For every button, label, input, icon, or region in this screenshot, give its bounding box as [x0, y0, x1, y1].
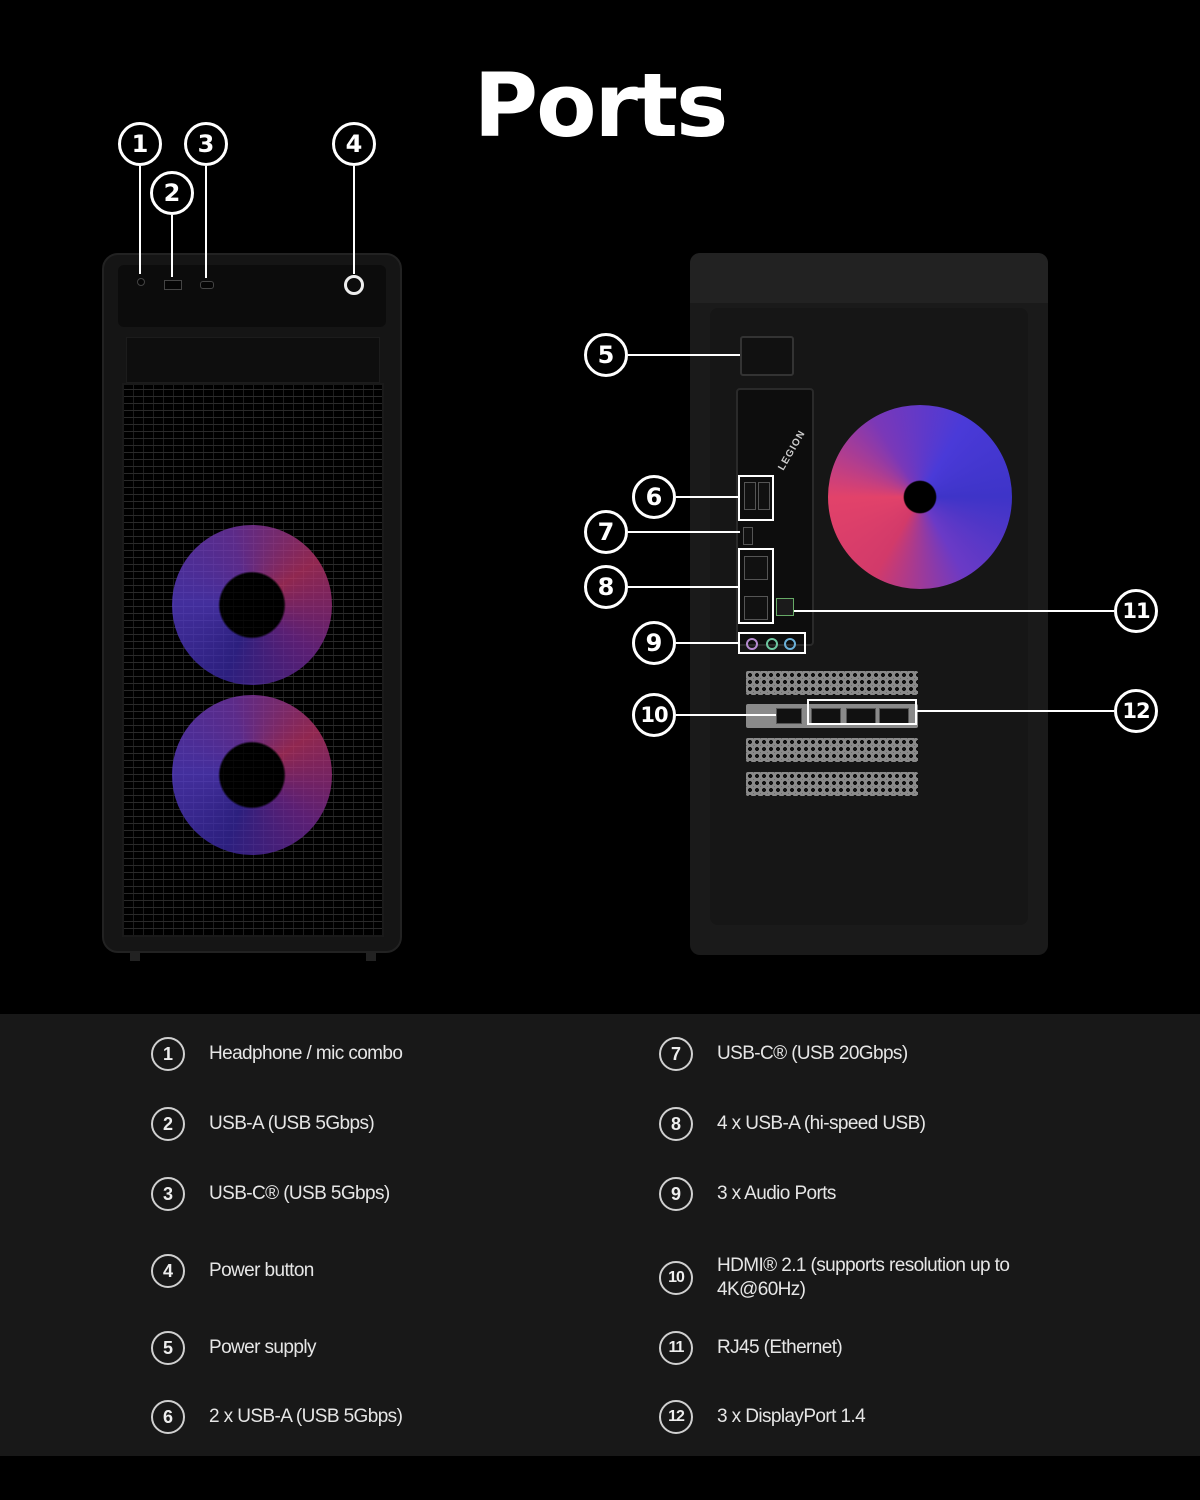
spec-label: Power button [209, 1260, 314, 1281]
callout-11-line [794, 610, 1114, 612]
callout-9-line [676, 642, 738, 644]
pci-slot-1 [746, 671, 918, 695]
highlight-12 [807, 699, 917, 725]
spec-item-8: 8 4 x USB-A (hi-speed USB) [659, 1107, 926, 1141]
callout-2-line [171, 215, 173, 277]
highlight-8 [738, 548, 774, 624]
spec-item-11: 11 RJ45 (Ethernet) [659, 1331, 843, 1365]
spec-number: 4 [151, 1254, 185, 1288]
spec-label: RJ45 (Ethernet) [717, 1337, 843, 1358]
spec-label: Headphone / mic combo [209, 1043, 403, 1064]
spec-number: 10 [659, 1261, 693, 1295]
callout-10: 10 [632, 693, 676, 737]
spec-item-6: 6 2 x USB-A (USB 5Gbps) [151, 1400, 403, 1434]
audio-port-pink [746, 638, 758, 650]
front-fan-bottom [172, 695, 332, 855]
front-usb-c-port [200, 281, 214, 289]
callout-10-line [676, 714, 776, 716]
pci-slot-3 [746, 738, 918, 762]
callout-3: 3 [184, 122, 228, 166]
callout-2: 2 [150, 171, 194, 215]
power-button-icon [344, 275, 364, 295]
spec-number: 7 [659, 1037, 693, 1071]
front-fan-top [172, 525, 332, 685]
hdmi-port [776, 708, 802, 724]
spec-label: 2 x USB-A (USB 5Gbps) [209, 1406, 403, 1427]
rj45-port [776, 598, 794, 616]
spec-number: 3 [151, 1177, 185, 1211]
callout-1: 1 [118, 122, 162, 166]
spec-item-2: 2 USB-A (USB 5Gbps) [151, 1107, 375, 1141]
callout-8-line [628, 586, 738, 588]
spec-item-4: 4 Power button [151, 1254, 314, 1288]
front-foot-right [366, 953, 376, 961]
front-usb-a-port [164, 280, 182, 290]
callout-4-line [353, 166, 355, 274]
spec-number: 6 [151, 1400, 185, 1434]
rear-fan [828, 405, 1012, 589]
spec-item-1: 1 Headphone / mic combo [151, 1037, 403, 1071]
callout-4: 4 [332, 122, 376, 166]
rear-top-cap [690, 253, 1048, 303]
spec-label: 3 x Audio Ports [717, 1183, 836, 1204]
spec-number: 5 [151, 1331, 185, 1365]
spec-number: 2 [151, 1107, 185, 1141]
spec-number: 12 [659, 1400, 693, 1434]
page-title: Ports [473, 54, 729, 157]
spec-number: 1 [151, 1037, 185, 1071]
highlight-9 [738, 632, 806, 654]
callout-11: 11 [1114, 589, 1158, 633]
front-slot [126, 337, 380, 383]
spec-label: Power supply [209, 1337, 316, 1358]
callout-6-line [676, 496, 738, 498]
rear-usb-a-2 [758, 482, 770, 510]
spec-item-7: 7 USB-C® (USB 20Gbps) [659, 1037, 908, 1071]
rear-usb-a-1 [744, 482, 756, 510]
spec-label: USB-C® (USB 20Gbps) [717, 1043, 908, 1064]
spec-label: USB-A (USB 5Gbps) [209, 1113, 375, 1134]
callout-5-line [628, 354, 740, 356]
headphone-jack [137, 278, 145, 286]
callout-6: 6 [632, 475, 676, 519]
spec-label: 3 x DisplayPort 1.4 [717, 1406, 866, 1427]
spec-item-9: 9 3 x Audio Ports [659, 1177, 836, 1211]
spec-item-5: 5 Power supply [151, 1331, 316, 1365]
spec-item-10: 10 HDMI® 2.1 (supports resolution up to 4… [659, 1254, 1077, 1302]
power-supply-socket [740, 336, 794, 376]
callout-1-line [139, 166, 141, 274]
port-spec-list: 1 Headphone / mic combo 2 USB-A (USB 5Gbps… [0, 1014, 1200, 1456]
rear-usb-a-4 [744, 596, 768, 620]
highlight-6 [738, 475, 774, 521]
callout-7-line [628, 531, 740, 533]
callout-3-line [205, 166, 207, 278]
callout-7: 7 [584, 510, 628, 554]
spec-label: USB-C® (USB 5Gbps) [209, 1183, 390, 1204]
spec-number: 9 [659, 1177, 693, 1211]
audio-port-blue [784, 638, 796, 650]
spec-label: 4 x USB-A (hi-speed USB) [717, 1113, 926, 1134]
callout-5: 5 [584, 333, 628, 377]
front-io-panel [118, 265, 386, 327]
callout-8: 8 [584, 565, 628, 609]
pci-slot-4 [746, 772, 918, 796]
rear-usb-c-port [743, 527, 753, 545]
rear-usb-a-3 [744, 556, 768, 580]
spec-label: HDMI® 2.1 (supports resolution up to 4K@… [717, 1255, 1010, 1300]
callout-12: 12 [1114, 689, 1158, 733]
spec-item-3: 3 USB-C® (USB 5Gbps) [151, 1177, 390, 1211]
callout-12-line [917, 710, 1114, 712]
spec-number: 8 [659, 1107, 693, 1141]
audio-port-green [766, 638, 778, 650]
callout-9: 9 [632, 621, 676, 665]
spec-number: 11 [659, 1331, 693, 1365]
front-foot-left [130, 953, 140, 961]
spec-item-12: 12 3 x DisplayPort 1.4 [659, 1400, 866, 1434]
